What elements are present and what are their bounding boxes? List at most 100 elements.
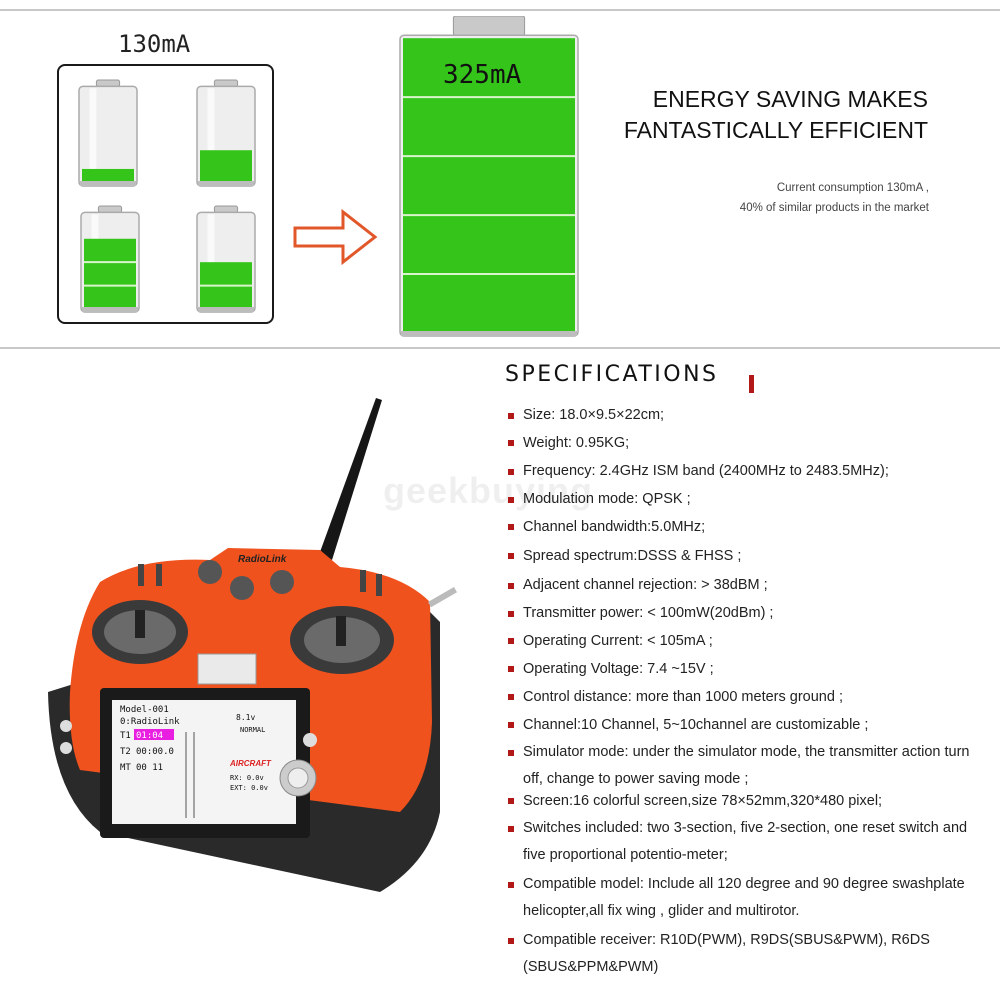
bullet-icon bbox=[508, 825, 514, 832]
screen-t1-highlight bbox=[134, 729, 174, 740]
note-line-1: Current consumption 130mA , bbox=[776, 182, 929, 194]
spec-item: Switches included: two 3-section, five 2… bbox=[508, 815, 988, 871]
small-current-label: 130mA bbox=[118, 30, 191, 58]
headline-line-2: FANTASTICALLY EFFICIENT bbox=[623, 117, 928, 143]
screen bbox=[112, 700, 296, 824]
headline: ENERGY SAVING MAKES FANTASTICALLY EFFICI… bbox=[624, 84, 928, 146]
bullet-icon bbox=[508, 524, 514, 530]
bullet-icon bbox=[508, 440, 514, 446]
spec-text: Operating Voltage: 7.4 ~15V ; bbox=[523, 661, 714, 677]
brand-logo: RadioLink bbox=[238, 554, 287, 565]
spec-item: Size: 18.0×9.5×22cm; bbox=[508, 402, 988, 429]
big-battery bbox=[399, 16, 579, 337]
bullet-icon bbox=[508, 881, 514, 888]
spec-text: Control distance: more than 1000 meters … bbox=[523, 689, 843, 705]
button-right bbox=[303, 733, 317, 747]
screen-rx: RX: 0.0v bbox=[230, 774, 264, 782]
small-battery-1 bbox=[78, 79, 138, 187]
bullet-icon bbox=[508, 937, 514, 944]
spec-text: Compatible model: Include all 120 degree… bbox=[523, 876, 965, 919]
spec-text: Modulation mode: QPSK ; bbox=[523, 491, 691, 507]
spec-text: Switches included: two 3-section, five 2… bbox=[523, 820, 968, 863]
small-batteries-graphic bbox=[78, 79, 256, 313]
bullet-icon bbox=[508, 798, 514, 804]
button-left-1 bbox=[60, 720, 72, 732]
screen-t2-label: T2 bbox=[120, 747, 131, 757]
screen-t1-value: 01:04 bbox=[136, 731, 163, 741]
bullet-icon bbox=[508, 749, 514, 756]
spec-item: Frequency: 2.4GHz ISM band (2400MHz to 2… bbox=[508, 457, 988, 486]
screen-ext: EXT: 0.0v bbox=[230, 784, 268, 792]
bullet-icon bbox=[508, 412, 514, 419]
spec-item: Screen:16 colorful screen,size 78×52mm,3… bbox=[508, 787, 988, 815]
bullet-icon bbox=[508, 582, 514, 589]
spec-text: Adjacent channel rejection: > 38dBM ; bbox=[523, 577, 768, 593]
bullet-icon bbox=[508, 638, 514, 644]
screen-mt-label: MT bbox=[120, 763, 131, 773]
spec-item: Operating Current: < 105mA ; bbox=[508, 627, 988, 655]
spec-text: Compatible receiver: R10D(PWM), R9DS(SBU… bbox=[523, 932, 930, 975]
spec-item: Channel bandwidth:5.0MHz; bbox=[508, 513, 988, 541]
spec-text: Transmitter power: < 100mW(20dBm) ; bbox=[523, 605, 774, 621]
spec-item: Modulation mode: QPSK ; bbox=[508, 486, 988, 513]
transmitter-image: RadioLink Model-001 0:RadioLink 8.1v NOR… bbox=[48, 398, 457, 892]
screen-mt-value: 00 11 bbox=[136, 763, 163, 773]
title-accent-mark bbox=[749, 375, 754, 393]
screen-model: Model-001 bbox=[120, 705, 169, 715]
spec-text: Operating Current: < 105mA ; bbox=[523, 633, 713, 649]
bullet-icon bbox=[508, 468, 514, 475]
battery-charge-fill bbox=[82, 168, 134, 183]
spec-text: Spread spectrum:DSSS & FHSS ; bbox=[523, 548, 742, 564]
headline-line-1: ENERGY SAVING MAKES bbox=[652, 86, 928, 112]
screen-t2-value: 00:00.0 bbox=[136, 747, 174, 757]
big-current-label: 325mA bbox=[443, 60, 522, 90]
spec-item: Control distance: more than 1000 meters … bbox=[508, 683, 988, 711]
switch-left-1 bbox=[138, 564, 144, 586]
small-batteries-panel bbox=[57, 64, 274, 324]
bullet-icon bbox=[508, 722, 514, 728]
button-left-2 bbox=[60, 742, 72, 754]
bullet-icon bbox=[508, 694, 514, 700]
switch-right-1 bbox=[360, 570, 366, 592]
screen-mode: NORMAL bbox=[240, 726, 265, 734]
bullet-icon bbox=[508, 553, 514, 559]
battery-charge-fill bbox=[403, 38, 575, 333]
spec-text: Frequency: 2.4GHz ISM band (2400MHz to 2… bbox=[523, 463, 889, 479]
spec-item: Compatible model: Include all 120 degree… bbox=[508, 871, 988, 927]
switch-right-2 bbox=[376, 574, 382, 596]
screen-t1-label: T1 bbox=[120, 731, 131, 741]
side-switch bbox=[428, 587, 457, 608]
consumption-note: Current consumption 130mA , 40% of simil… bbox=[740, 178, 929, 218]
left-stick bbox=[135, 610, 145, 638]
spec-item: Simulator mode: under the simulator mode… bbox=[508, 739, 988, 787]
note-line-2: 40% of similar products in the market bbox=[739, 202, 929, 214]
spec-text: Channel bandwidth:5.0MHz; bbox=[523, 519, 706, 535]
watermark: geekbuying bbox=[383, 470, 594, 511]
center-panel bbox=[197, 653, 257, 685]
spec-text: Screen:16 colorful screen,size 78×52mm,3… bbox=[523, 793, 883, 809]
small-battery-4 bbox=[196, 205, 256, 313]
screen-voltage: 8.1v bbox=[236, 713, 255, 722]
top-divider bbox=[0, 9, 1000, 11]
screen-type: AIRCRAFT bbox=[229, 759, 272, 768]
battery-charge-fill bbox=[84, 238, 136, 309]
spec-text: Channel:10 Channel, 5~10channel are cust… bbox=[523, 717, 869, 733]
bullet-icon bbox=[508, 666, 514, 672]
spec-item: Compatible receiver: R10D(PWM), R9DS(SBU… bbox=[508, 927, 988, 975]
spec-item: Adjacent channel rejection: > 38dBM ; bbox=[508, 571, 988, 600]
small-battery-3 bbox=[80, 205, 140, 313]
bullet-icon bbox=[508, 610, 514, 617]
spec-text: Size: 18.0×9.5×22cm; bbox=[523, 407, 665, 423]
spec-text: Weight: 0.95KG; bbox=[523, 435, 630, 451]
knob-3 bbox=[270, 570, 294, 594]
spec-item: Transmitter power: < 100mW(20dBm) ; bbox=[508, 600, 988, 627]
big-battery-graphic bbox=[399, 16, 579, 337]
spec-item: Weight: 0.95KG; bbox=[508, 429, 988, 457]
specifications-title: SPECIFICATIONS bbox=[505, 362, 719, 387]
spec-item: Operating Voltage: 7.4 ~15V ; bbox=[508, 655, 988, 683]
switch-left-2 bbox=[156, 564, 162, 586]
specifications-list: Size: 18.0×9.5×22cm; Weight: 0.95KG; Frequ… bbox=[508, 402, 988, 975]
knob-2 bbox=[230, 576, 254, 600]
knob-1 bbox=[198, 560, 222, 584]
spec-item: Channel:10 Channel, 5~10channel are cust… bbox=[508, 711, 988, 739]
